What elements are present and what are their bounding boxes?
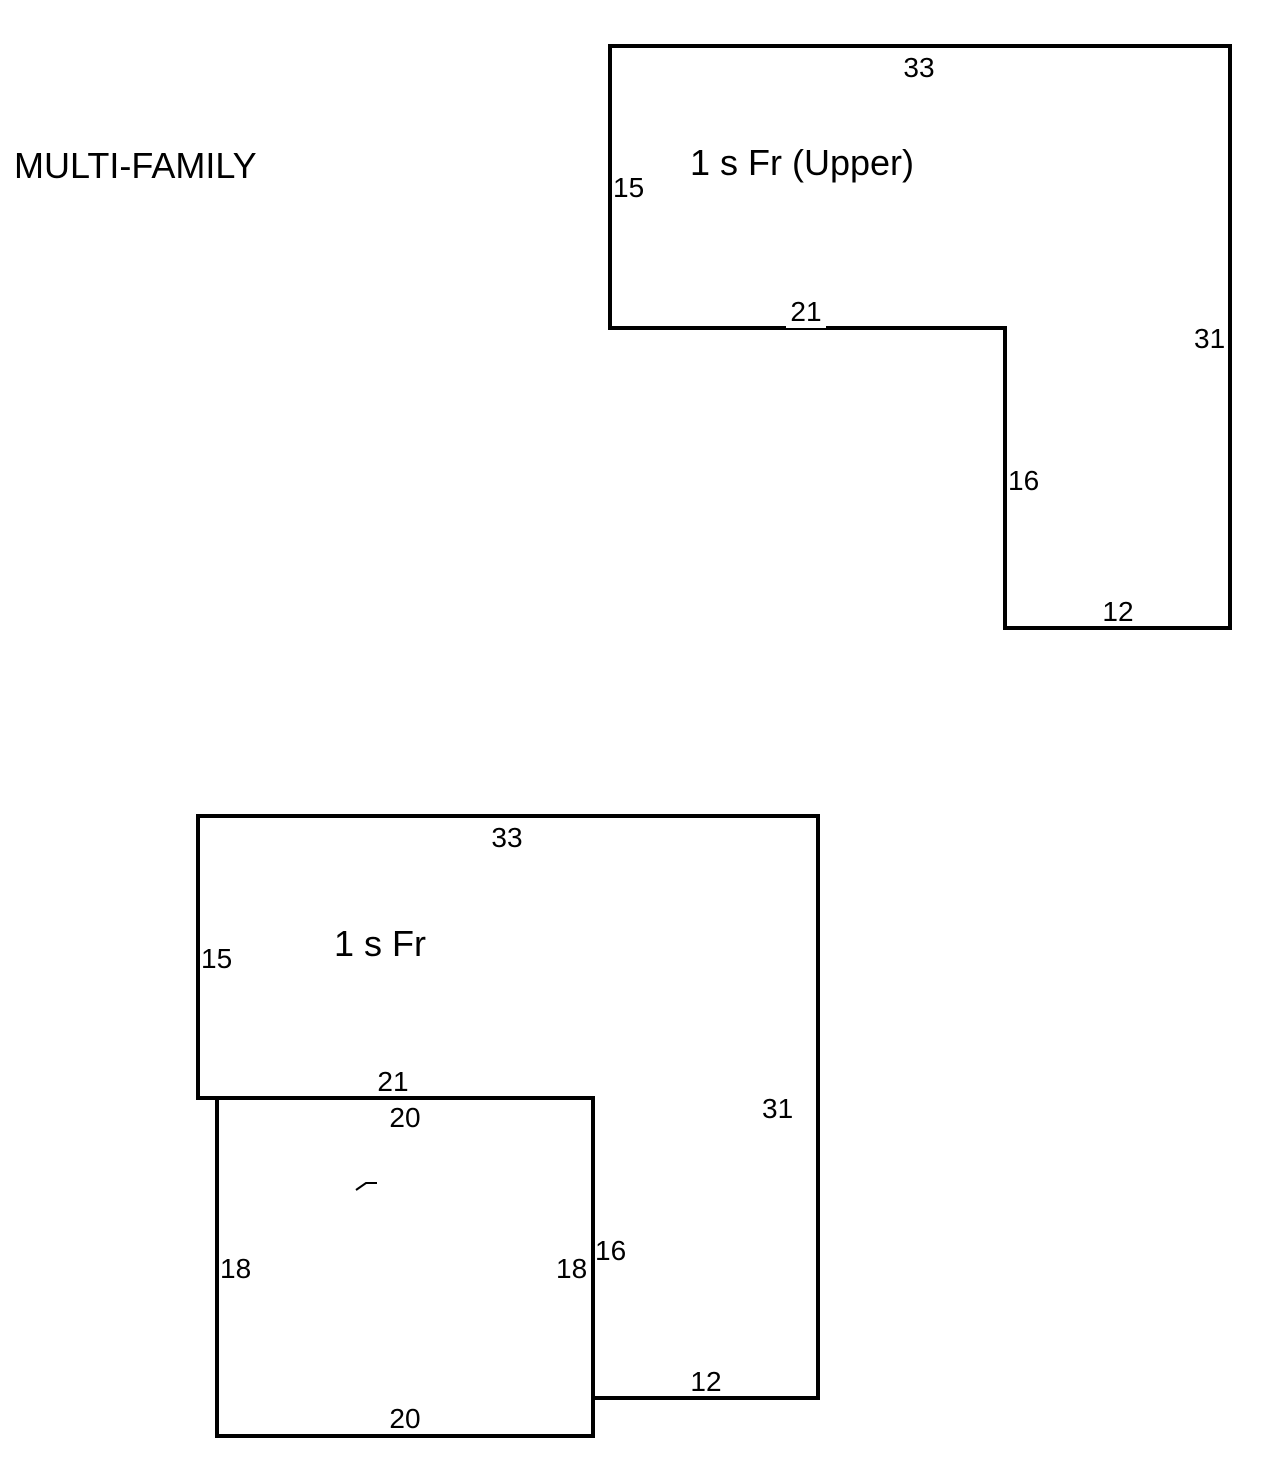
lower-dim-left: 15 [201, 943, 232, 974]
upper-floor-outline [608, 44, 1232, 630]
upper-dim-right: 31 [1194, 323, 1225, 354]
upper-floor-label: 1 s Fr (Upper) [690, 142, 914, 183]
lower-dim-inner-horizontal: 21 [377, 1066, 408, 1097]
upper-dim-inner-horizontal: 21 [790, 296, 821, 327]
addition-outline [215, 1096, 595, 1438]
sketch-title: MULTI-FAMILY [14, 145, 257, 186]
lower-dim-top: 33 [491, 822, 522, 853]
lower-dim-inner-vertical: 16 [595, 1235, 626, 1266]
addition-dim-left: 18 [220, 1253, 251, 1284]
lower-dim-right: 31 [762, 1093, 793, 1124]
upper-dim-left: 15 [613, 172, 644, 203]
addition-dim-right: 18 [556, 1253, 587, 1284]
lower-floor-label: 1 s Fr [334, 923, 426, 964]
lower-floor-outline [196, 814, 820, 1400]
addition-dim-top: 20 [389, 1102, 420, 1133]
upper-dim-top: 33 [903, 52, 934, 83]
stray-mark [355, 1182, 377, 1191]
upper-dim-bottom: 12 [1102, 596, 1133, 627]
addition-dim-bottom: 20 [389, 1403, 420, 1434]
lower-dim-bottom: 12 [690, 1366, 721, 1397]
upper-dim-inner-vertical: 16 [1008, 465, 1039, 496]
